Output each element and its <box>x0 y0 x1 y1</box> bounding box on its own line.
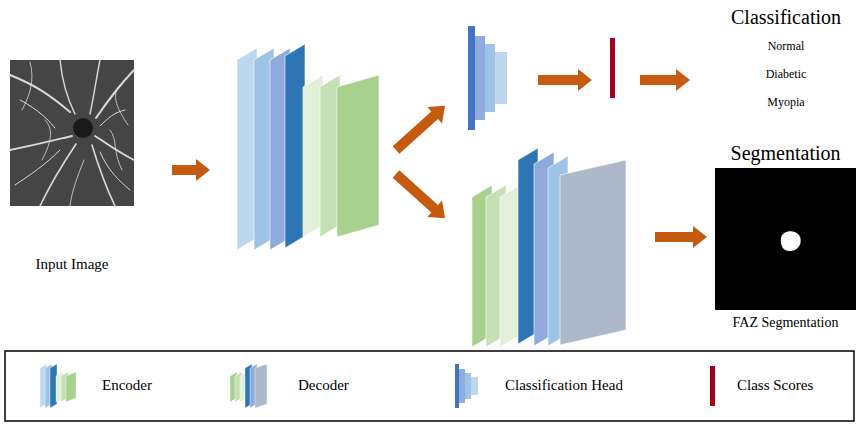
image-caption: FAZ Segmentation <box>733 315 839 331</box>
segmentation-frame: SegmentationFAZ Segmentation <box>715 168 856 310</box>
octa-image <box>10 60 134 206</box>
segmentation-image <box>715 168 856 310</box>
legend-frame <box>5 351 854 421</box>
class-name: Diabetic <box>766 68 807 82</box>
classification-head <box>468 26 507 130</box>
legend-label: Encoder <box>102 377 152 394</box>
legend-head-icon <box>455 364 478 408</box>
input-image-frame: Input Image <box>10 60 134 206</box>
legend-decoder-icon <box>230 364 267 408</box>
legend-label: Classification Head <box>505 377 623 394</box>
class-name: Normal <box>768 40 805 54</box>
image-caption: Input Image <box>36 256 109 273</box>
encoder-block <box>237 44 379 250</box>
legend-swatch <box>710 366 715 406</box>
class-scores-bar <box>610 38 615 98</box>
class-name: Myopia <box>767 96 804 110</box>
legend-encoder-icon <box>40 364 76 408</box>
section-heading: Classification <box>731 6 841 29</box>
legend-label: Decoder <box>298 377 349 394</box>
section-heading: Segmentation <box>731 142 841 165</box>
legend-label: Class Scores <box>737 377 813 394</box>
decoder-block <box>472 148 626 347</box>
